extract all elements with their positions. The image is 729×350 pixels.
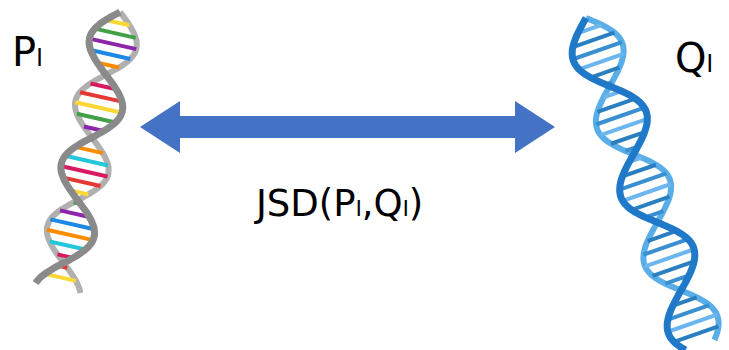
dna-node: Pₗ (8, 0, 140, 300)
distribution-label: Pₗ (12, 30, 43, 74)
dna-base-pair (95, 29, 136, 38)
dna-base-pair (75, 102, 122, 112)
dna-base-pair (674, 326, 718, 341)
dna-base-pair (47, 230, 93, 240)
dna-base-pair (632, 197, 670, 210)
dna-helix-blue (572, 18, 718, 350)
dna-base-pair (61, 166, 107, 176)
dna-base-pair (89, 39, 136, 50)
dna-base-pair (65, 156, 108, 166)
dna-base-pair (597, 99, 635, 112)
double-arrow (140, 101, 555, 153)
distribution-label: Qₗ (675, 36, 713, 80)
dna-helix-colored (36, 12, 137, 293)
dna-strand (36, 12, 123, 283)
dna-node: Qₗ (555, 0, 721, 350)
dna-base-pair (50, 242, 86, 250)
divergence-label: JSD(Pₗ,Qₗ) (256, 184, 423, 225)
dna-strand (586, 18, 719, 340)
dna-base-pair (77, 114, 116, 123)
